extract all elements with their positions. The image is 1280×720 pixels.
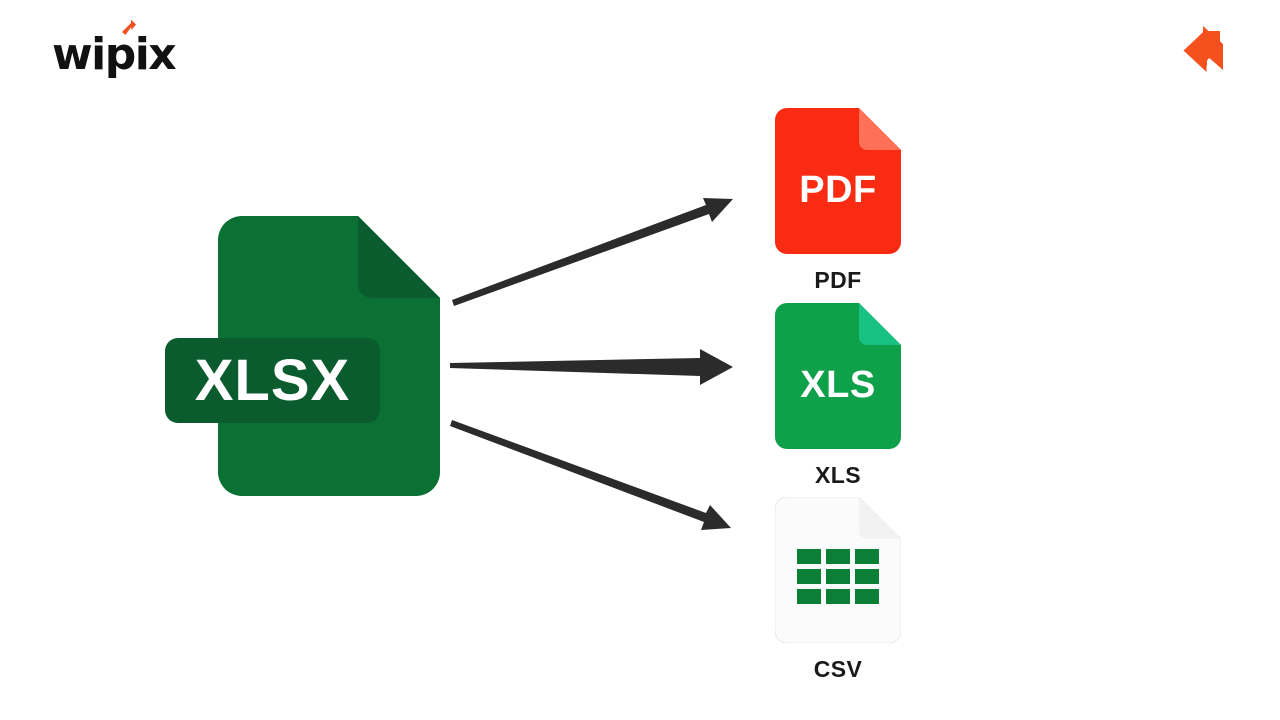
arrow-to-xls xyxy=(450,349,733,385)
xls-icon-label: XLS xyxy=(800,363,876,406)
output-file-pdf[interactable]: PDF PDF xyxy=(770,108,906,294)
csv-caption: CSV xyxy=(813,656,863,682)
xlsx-badge-label: XLSX xyxy=(194,347,351,413)
xls-icon: XLS xyxy=(775,303,901,449)
output-file-csv[interactable]: CSV xyxy=(770,497,906,683)
arrow-to-pdf xyxy=(452,198,733,306)
brand-wordmark: wipix xyxy=(52,29,177,80)
pdf-document-shape xyxy=(775,108,901,254)
pdf-caption: PDF xyxy=(814,267,862,293)
table-grid-icon xyxy=(775,497,901,643)
xls-document-shape xyxy=(775,303,901,449)
arrow-to-csv xyxy=(450,420,731,530)
source-file-xlsx[interactable]: XLSX xyxy=(165,216,440,496)
arrow-up-right-bold-icon xyxy=(1183,26,1223,72)
brand-logo: wipix xyxy=(52,19,177,85)
pdf-icon-label: PDF xyxy=(799,168,877,211)
arrow-up-right-icon xyxy=(122,19,136,35)
output-file-xls[interactable]: XLS XLS xyxy=(770,303,906,489)
xls-caption: XLS xyxy=(815,462,861,488)
xlsx-format-badge: XLSX xyxy=(165,338,380,423)
pdf-icon: PDF xyxy=(775,108,901,254)
csv-icon xyxy=(775,497,901,643)
